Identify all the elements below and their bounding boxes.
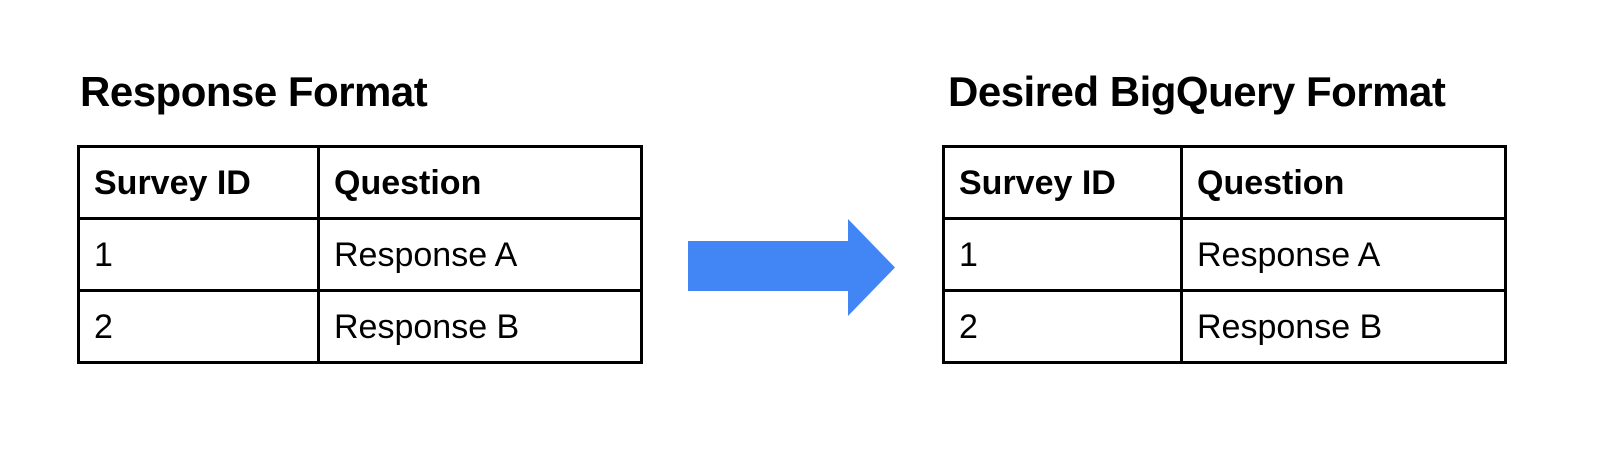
header-survey-id: Survey ID	[942, 145, 1183, 220]
header-survey-id: Survey ID	[77, 145, 320, 220]
table-row: 1 Response A	[942, 217, 1507, 292]
left-table-title: Response Format	[80, 68, 428, 115]
cell-question: Response A	[1180, 217, 1507, 292]
cell-survey-id: 1	[942, 217, 1183, 292]
cell-survey-id: 1	[77, 217, 320, 292]
header-question: Question	[1180, 145, 1507, 220]
table-row: 2 Response B	[77, 289, 643, 364]
right-arrow-icon	[688, 219, 895, 316]
cell-survey-id: 2	[942, 289, 1183, 364]
table-row: 1 Response A	[77, 217, 643, 292]
response-format-table: Survey ID Question 1 Response A 2 Respon…	[77, 145, 643, 364]
right-arrow-shape	[688, 219, 895, 316]
cell-question: Response B	[317, 289, 643, 364]
desired-bigquery-format-table: Survey ID Question 1 Response A 2 Respon…	[942, 145, 1507, 364]
cell-question: Response A	[317, 217, 643, 292]
cell-question: Response B	[1180, 289, 1507, 364]
header-question: Question	[317, 145, 643, 220]
table-header-row: Survey ID Question	[942, 145, 1507, 220]
table-row: 2 Response B	[942, 289, 1507, 364]
table-header-row: Survey ID Question	[77, 145, 643, 220]
cell-survey-id: 2	[77, 289, 320, 364]
right-table-title: Desired BigQuery Format	[948, 68, 1446, 115]
